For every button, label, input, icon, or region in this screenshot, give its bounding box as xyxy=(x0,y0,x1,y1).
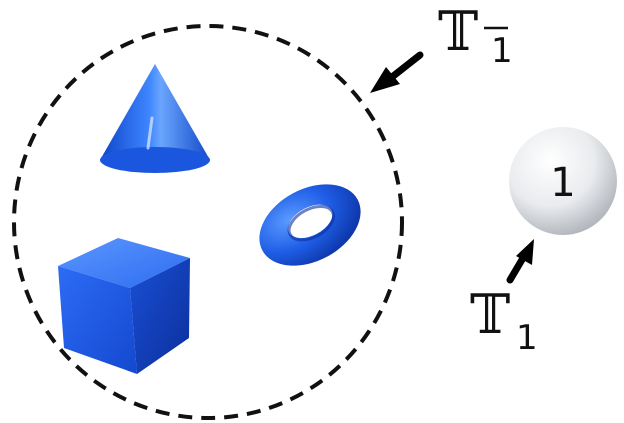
cone-icon xyxy=(100,64,210,173)
set-boundary-dashed-circle xyxy=(12,24,404,420)
set-label-bottom-main: 𝕋 xyxy=(470,283,510,346)
sphere-icon xyxy=(509,127,617,235)
set-label-top-subscript: 1 xyxy=(491,31,513,71)
set-label-bottom-subscript: 1 xyxy=(516,318,538,358)
arrow-icon xyxy=(370,51,424,93)
set-label-bottom: 𝕋 xyxy=(470,283,510,346)
cube-icon xyxy=(58,238,190,374)
sphere-label: 1 xyxy=(550,160,575,206)
set-label-top-main: 𝕋 xyxy=(438,0,478,63)
arrow-icon xyxy=(506,239,534,284)
set-label-top: 𝕋 xyxy=(438,0,478,63)
torus-icon xyxy=(259,184,361,266)
